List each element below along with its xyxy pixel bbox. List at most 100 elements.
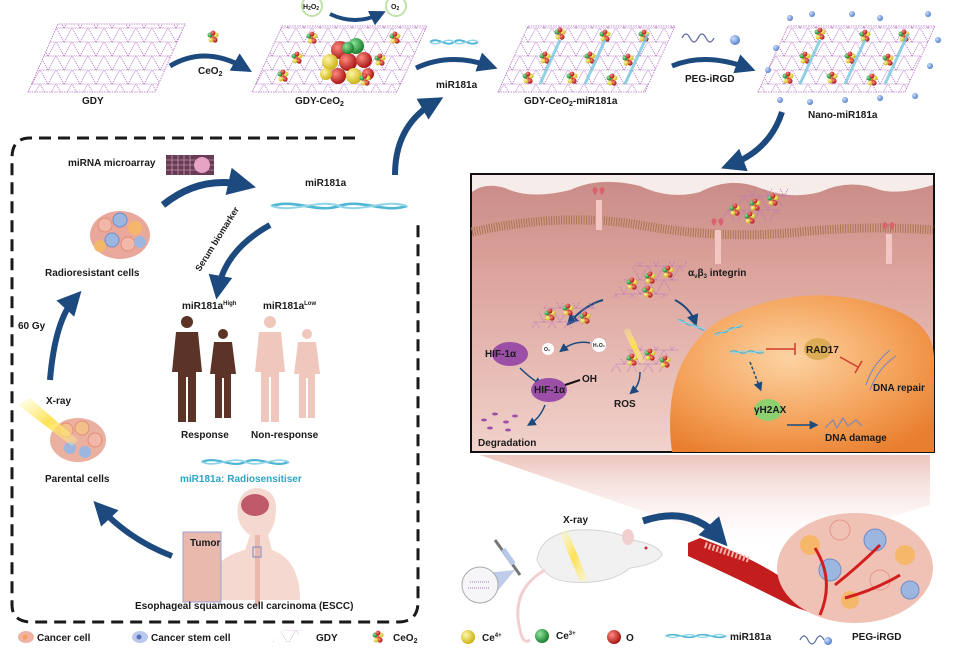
- legend-item-oxygen: O: [607, 630, 634, 644]
- legend-item-gdy: GDY: [272, 630, 338, 644]
- dna-repair-inhibition: [839, 356, 863, 374]
- microarray-arrow: [160, 167, 256, 208]
- rad17-protein: [804, 338, 832, 360]
- non-responder-figures: [255, 316, 320, 422]
- mir-low-label: miR181aLow: [263, 301, 316, 312]
- non-response-label: Non-response: [251, 430, 319, 441]
- ce3-sphere-icon: [535, 629, 549, 643]
- left-xray-label: X-ray: [46, 396, 71, 407]
- rad17-inhibition: [766, 343, 796, 355]
- degradation-arrow: [526, 404, 546, 426]
- svg-text:Cancer cell: Cancer cell: [37, 633, 91, 644]
- mirna-helix-icon: [664, 633, 728, 639]
- invivo-arrow: [641, 512, 728, 547]
- ceo2-step-arrow: [168, 53, 252, 72]
- radiosensitiser-label: miR181a: Radiosensitiser: [180, 474, 302, 485]
- integrin-label: αvβ3 integrin: [688, 268, 746, 280]
- o2-label: O2: [391, 4, 399, 12]
- peg-irgd-icon: [681, 33, 740, 45]
- degradation-label: Degradation: [478, 438, 536, 449]
- mouse-xray-beam: [560, 530, 588, 582]
- cell-o2-label: O₂: [544, 347, 550, 353]
- left-mirna-label: miR181a: [305, 178, 347, 189]
- peg-irgd-icon: [799, 635, 825, 645]
- ceo2-cluster-icon: [207, 30, 219, 43]
- serum-biomarker-arrow: [208, 222, 272, 300]
- microarray-label: miRNA microarray: [68, 158, 156, 169]
- h2o2-to-o2-arrow: [329, 10, 386, 26]
- large-ceo2-cluster: [320, 38, 374, 84]
- tumor-label: Tumor: [190, 538, 220, 549]
- dna-repair-label: DNA repair: [873, 383, 925, 394]
- nanoparticle-left: [528, 302, 600, 328]
- escc-to-parental-arrow: [93, 500, 174, 559]
- ceo2-cluster-icon: [372, 630, 384, 643]
- radiosensitiser-helix-icon: [200, 458, 291, 466]
- parental-label: Parental cells: [45, 474, 110, 485]
- left-mirna-helix-icon: [272, 204, 406, 209]
- legend-item-peg-irgd: PEG-iRGD: [799, 632, 901, 645]
- dose-label: 60 Gy: [18, 321, 46, 332]
- internalized-nanoparticle: [612, 260, 690, 298]
- legend-item-cancer-cell: Cancer cell: [18, 631, 91, 644]
- mir-high-label: miR181aHigh: [182, 301, 237, 312]
- to-synthesis-arrow: [392, 97, 444, 176]
- escc-label: Esophageal squamous cell carcinoma (ESCC…: [135, 601, 353, 612]
- mirna-step-arrow: [414, 52, 498, 72]
- ros-arrow: [629, 371, 641, 395]
- gdy-label: GDY: [82, 96, 104, 107]
- svg-text:CeO2: CeO2: [393, 633, 418, 645]
- ros-label: ROS: [614, 399, 636, 410]
- invivo-panel: X-ray: [461, 512, 933, 643]
- svg-text:Ce3+: Ce3+: [556, 631, 576, 642]
- svg-text:Cancer stem cell: Cancer stem cell: [151, 633, 231, 644]
- to-cell-arrow: [721, 111, 785, 172]
- ce4-sphere-icon: [461, 630, 475, 644]
- svg-text:PEG-iRGD: PEG-iRGD: [852, 632, 901, 643]
- dna-damage-label: DNA damage: [825, 433, 887, 444]
- dna-damage-icon: [824, 417, 863, 430]
- nucleus: [670, 295, 935, 452]
- gdy-ceo2-mirna-sheet: [497, 25, 676, 93]
- microarray-chip-icon: [166, 155, 214, 175]
- syringe-icon: [493, 539, 522, 576]
- left-panel: miRNA microarray miR181a Radioresistant …: [10, 136, 420, 624]
- oxygen-sphere-icon: [607, 630, 621, 644]
- response-label: Response: [181, 430, 229, 441]
- mirna-helix-icon: [429, 39, 479, 45]
- legend: Cancer cell Cancer stem cell GDY CeO2 Ce…: [18, 629, 901, 645]
- h2o2-bubble-cell: [592, 338, 606, 352]
- legend-item-ce4: Ce4+: [461, 630, 502, 644]
- svg-text:miR181a: miR181a: [730, 632, 772, 643]
- dna-repair-icon: [865, 349, 897, 391]
- gdy-sheet: [27, 23, 186, 93]
- cell-h2o2-label: H₂O₂: [593, 343, 605, 349]
- invivo-xray-label: X-ray: [563, 515, 588, 526]
- o2-bubble: [385, 0, 407, 17]
- mirna-release-arrow: [674, 299, 699, 327]
- rad17-label: RAD17: [806, 345, 839, 356]
- nano-mirna-sheet: [757, 11, 941, 105]
- nanoparticle-on-membrane: [718, 188, 796, 224]
- gdy-lattice-icon: [272, 630, 303, 643]
- patient-silhouette: [182, 488, 300, 605]
- responder-figures: [172, 316, 236, 422]
- radioresistant-cells-icon: [90, 211, 150, 259]
- serum-biomarker-label: Serum biomarker: [193, 205, 241, 274]
- cell-membrane: [471, 215, 934, 240]
- oh-label: OH: [582, 374, 597, 385]
- ceo2-step-label: CeO2: [198, 66, 223, 78]
- hif1a-oh-label: HIF-1α: [534, 385, 566, 396]
- nanoparticle-xray: [610, 328, 682, 372]
- h2o2-bubble: [301, 0, 323, 17]
- svg-text:O: O: [626, 633, 634, 644]
- oh-bond: [564, 379, 581, 386]
- nano-mirna-label: Nano-miR181a: [808, 110, 878, 121]
- gh2ax-protein: [754, 399, 782, 421]
- h2o2-label: H2O2: [303, 4, 319, 12]
- gdy-ceo2-mirna-label: GDY-CeO2-miR181a: [524, 96, 618, 108]
- mouse-icon: [516, 529, 663, 643]
- degraded-fragments: [481, 412, 518, 432]
- top-row-synthesis: GDY CeO2 H2O2 O2 GDY-CeO2 miR1: [27, 0, 941, 121]
